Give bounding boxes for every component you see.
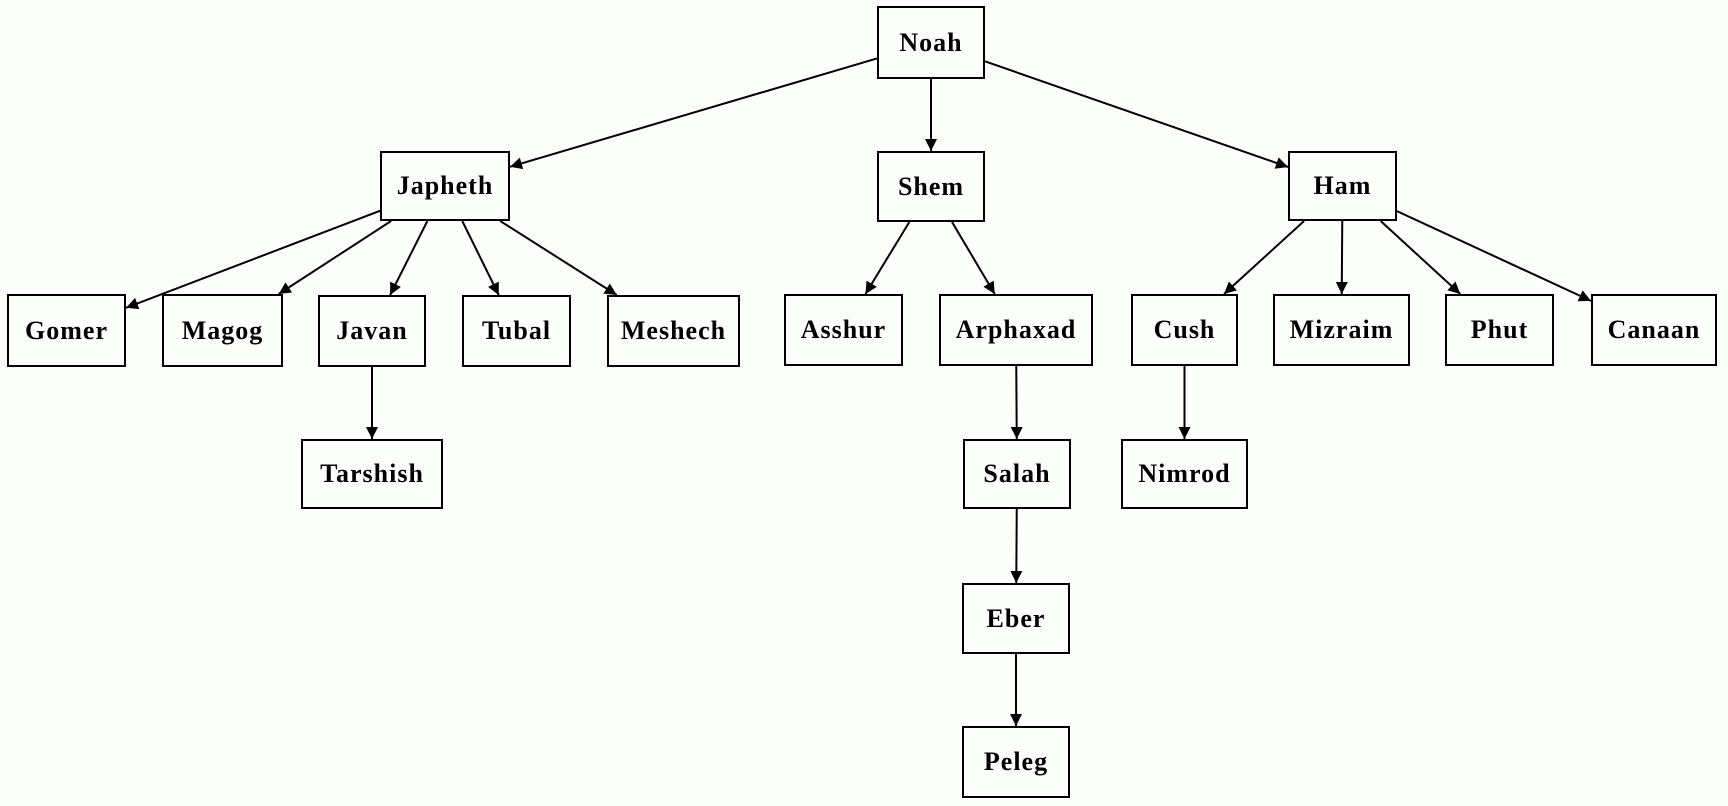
- node-tubal: Tubal: [462, 295, 571, 367]
- node-mizraim: Mizraim: [1273, 294, 1410, 366]
- node-label: Eber: [986, 603, 1046, 633]
- node-japheth: Japheth: [380, 151, 510, 221]
- node-phut: Phut: [1445, 294, 1554, 366]
- edge-shem-arphaxad: [951, 221, 996, 295]
- node-nimrod: Nimrod: [1121, 439, 1248, 509]
- node-label: Meshech: [620, 316, 727, 345]
- node-arphaxad: Arphaxad: [939, 294, 1093, 366]
- node-label: Mizraim: [1289, 315, 1394, 344]
- node-gomer: Gomer: [7, 294, 126, 367]
- node-label: Noah: [899, 27, 963, 57]
- edge-japheth-gomer: [125, 209, 381, 310]
- edge-shem-asshur: [864, 221, 911, 295]
- node-noah: Noah: [877, 6, 985, 79]
- node-label: Salah: [983, 459, 1051, 488]
- node-label: Tubal: [481, 316, 552, 345]
- node-canaan: Canaan: [1591, 294, 1717, 366]
- node-salah: Salah: [963, 439, 1071, 509]
- edge-arphaxad-salah: [1010, 365, 1023, 440]
- node-label: Gomer: [25, 315, 108, 345]
- edge-japheth-magog: [278, 220, 392, 295]
- node-cush: Cush: [1131, 294, 1238, 366]
- edge-ham-canaan: [1396, 210, 1592, 302]
- edge-noah-ham: [984, 60, 1289, 169]
- node-javan: Javan: [318, 295, 426, 367]
- node-magog: Magog: [162, 294, 283, 367]
- node-label: Tarshish: [320, 459, 424, 488]
- node-label: Ham: [1313, 171, 1372, 200]
- node-label: Shem: [897, 171, 965, 201]
- edge-ham-phut: [1379, 220, 1461, 295]
- node-eber: Eber: [962, 583, 1070, 654]
- edge-salah-eber: [1010, 508, 1023, 584]
- node-label: Cush: [1153, 315, 1216, 344]
- node-label: Japheth: [396, 171, 494, 200]
- node-peleg: Peleg: [962, 726, 1070, 798]
- edge-japheth-javan: [389, 220, 429, 296]
- node-label: Nimrod: [1138, 459, 1231, 488]
- node-shem: Shem: [877, 151, 985, 222]
- node-label: Phut: [1470, 315, 1529, 344]
- node-label: Magog: [181, 315, 264, 345]
- node-label: Arphaxad: [955, 315, 1077, 344]
- edge-ham-mizraim: [1335, 220, 1348, 295]
- edge-noah-japheth: [509, 57, 878, 170]
- node-label: Canaan: [1607, 315, 1701, 344]
- node-label: Asshur: [800, 315, 887, 344]
- edge-japheth-meshech: [499, 220, 618, 296]
- node-label: Javan: [336, 316, 408, 345]
- node-label: Peleg: [983, 747, 1049, 776]
- node-asshur: Asshur: [784, 294, 903, 366]
- edge-japheth-tubal: [461, 220, 500, 296]
- edge-ham-cush: [1223, 220, 1305, 295]
- node-meshech: Meshech: [607, 295, 740, 367]
- node-ham: Ham: [1288, 151, 1397, 221]
- node-tarshish: Tarshish: [301, 439, 443, 509]
